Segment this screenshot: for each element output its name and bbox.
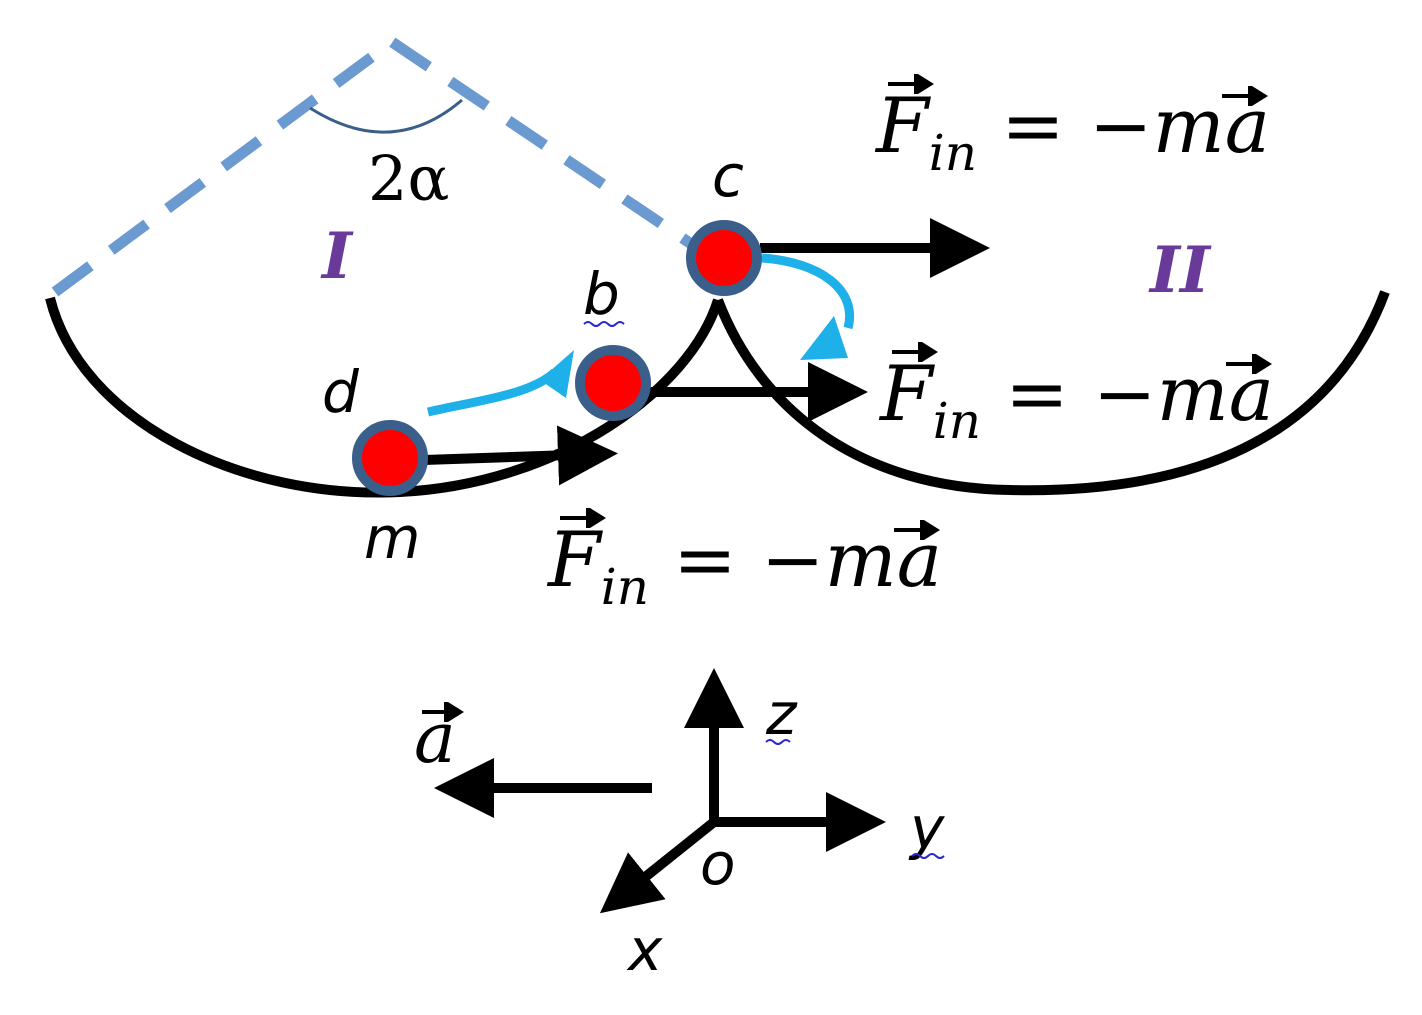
- svg-text:Fin = −ma: Fin = −ma: [878, 349, 1274, 450]
- ball-b: [575, 345, 651, 421]
- eq-mid-sub: in: [933, 392, 981, 450]
- axis-x: [599, 818, 718, 914]
- accel-label-a: a: [414, 697, 456, 779]
- eq-top-sub: in: [929, 124, 977, 182]
- eq-bot-rest: = −m: [649, 515, 897, 604]
- ball-d: [352, 420, 428, 496]
- eq-top-rest: = −m: [977, 81, 1225, 170]
- eq-bot-F: F: [546, 515, 603, 604]
- svg-text:Fin = −ma: Fin = −ma: [874, 81, 1270, 182]
- squiggle-b: [583, 321, 625, 327]
- eq-bot-sub: in: [601, 558, 649, 616]
- right-bowl-curve: [713, 290, 1390, 496]
- point-label-m: m: [364, 504, 421, 572]
- force-equation-top: Fin = −ma: [874, 74, 1270, 182]
- motion-arrowhead-d-to-b: [540, 350, 574, 398]
- angle-label: 2α: [368, 142, 449, 215]
- motion-arrowhead-c-curl: [800, 316, 848, 360]
- force-equation-bottom: Fin = −ma: [546, 508, 942, 616]
- axis-label-y: y: [908, 794, 945, 862]
- axis-label-origin: o: [700, 830, 736, 898]
- region-label-left: I: [320, 219, 354, 294]
- region-label-right: II: [1148, 233, 1212, 308]
- angle-arc: [309, 98, 463, 134]
- motion-arrow-d-to-b: [426, 368, 559, 417]
- axis-label-x: x: [626, 916, 663, 984]
- motion-arrow-c-curl: [761, 253, 854, 330]
- axis-label-z: z: [765, 680, 798, 748]
- svg-text:Fin = −ma: Fin = −ma: [546, 515, 942, 616]
- ball-c: [686, 220, 762, 296]
- eq-mid-F: F: [878, 349, 935, 438]
- force-arrow-d: [423, 425, 618, 486]
- eq-top-F: F: [874, 81, 931, 170]
- squiggle-z: [765, 739, 791, 745]
- force-equation-middle: Fin = −ma: [878, 342, 1274, 450]
- point-label-b: b: [583, 260, 620, 328]
- point-label-c: c: [712, 142, 744, 210]
- squiggle-y: [911, 853, 945, 859]
- eq-mid-rest: = −m: [981, 349, 1229, 438]
- acceleration-label: a: [414, 697, 464, 779]
- point-label-d: d: [322, 358, 360, 426]
